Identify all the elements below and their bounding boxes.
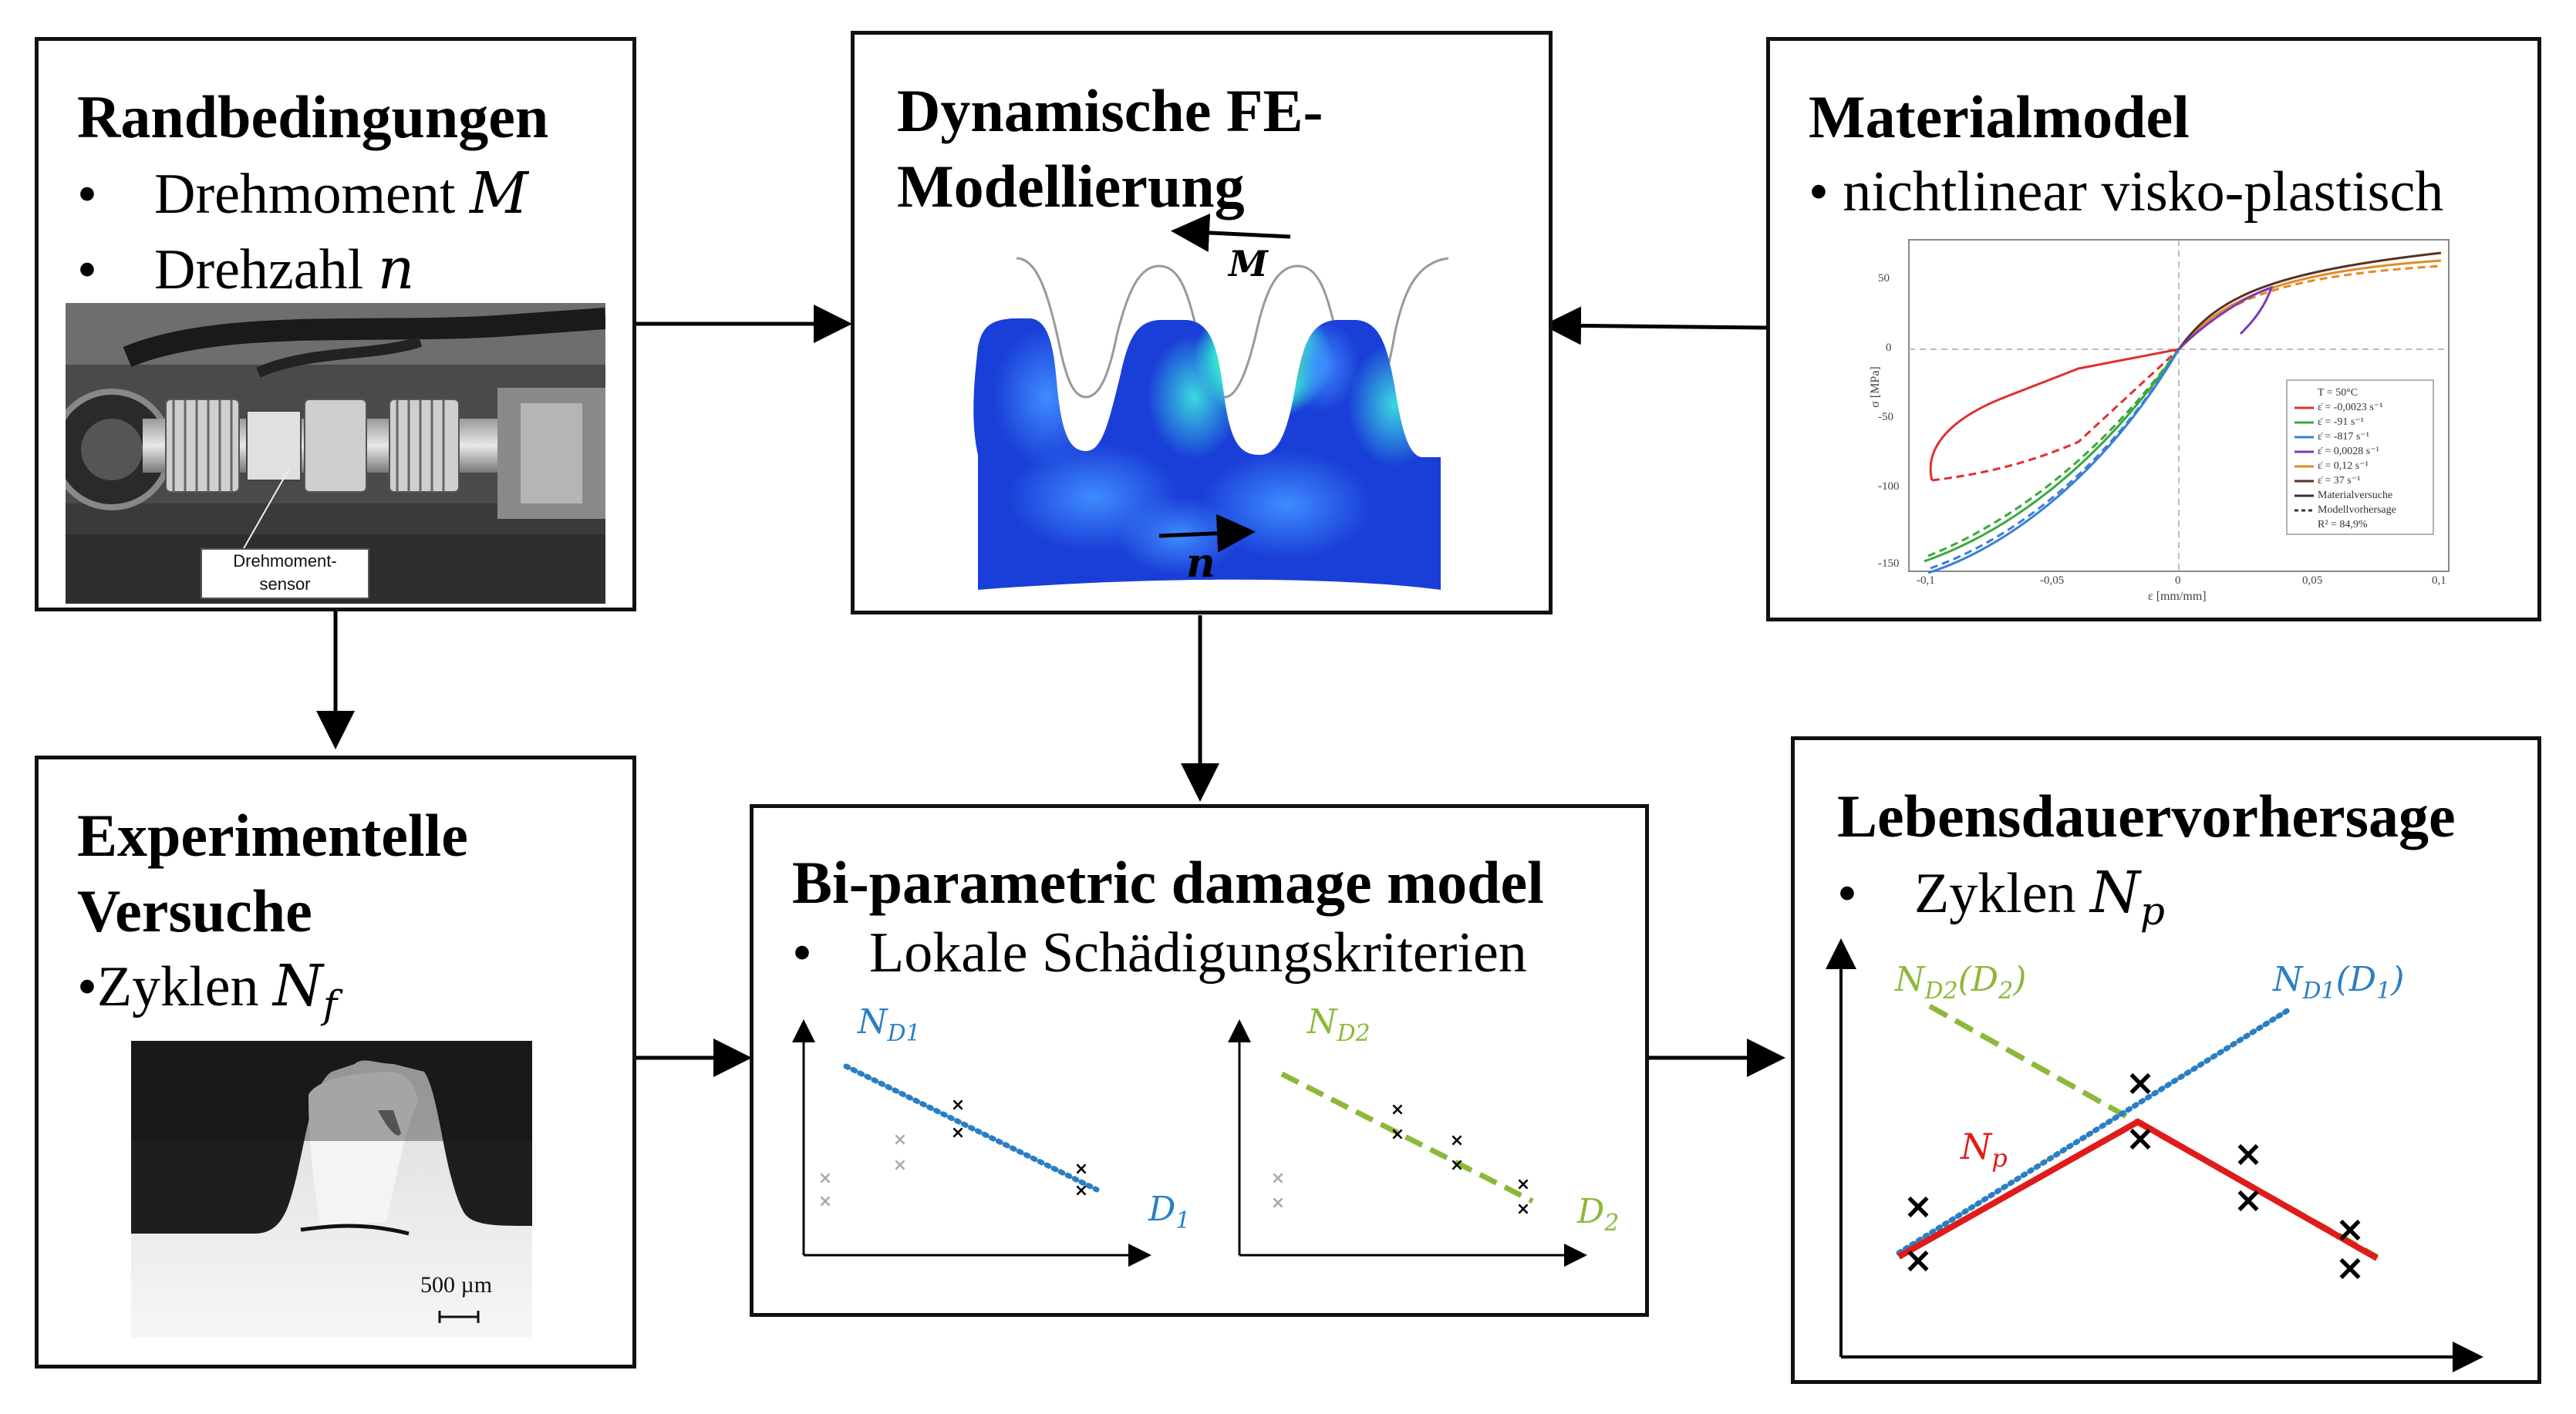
svg-text:×: × (1450, 1131, 1464, 1150)
svg-text:×: × (951, 1096, 965, 1115)
svg-text:×: × (1516, 1175, 1530, 1194)
life-nd2-label: ND2(D2) (1895, 960, 2027, 1005)
svg-text:×: × (1271, 1193, 1285, 1213)
plot-xlabel: ε [mm/mm] (2148, 590, 2207, 603)
svg-text:×: × (1903, 1239, 1934, 1281)
scale-bar (438, 1311, 480, 1323)
svg-text:×: × (2335, 1208, 2365, 1250)
nd1-fit-line (843, 1063, 1100, 1193)
fe-modelling-box: Dynamische FE- Modellierung (851, 31, 1553, 614)
svg-text:×: × (2234, 1133, 2264, 1174)
svg-text:×: × (2126, 1117, 2156, 1159)
nd1-prediction-line (1896, 1007, 2291, 1256)
life-points: ×× ×× ×× ×× (1903, 1062, 2365, 1288)
nd2-fit-line (1280, 1071, 1534, 1204)
svg-text:×: × (818, 1169, 832, 1188)
experiment-bullet: •Zyklen Nf (77, 953, 338, 1027)
svg-text:×: × (1391, 1100, 1404, 1119)
svg-text:×: × (1391, 1125, 1404, 1144)
arrow-material-to-fe (1543, 306, 1767, 345)
plot-legend: T = 50°C ε̇ = -0,0023 s⁻¹ ε̇ = -91 s⁻¹ ε… (2318, 387, 2396, 530)
speed-arrow (1158, 513, 1256, 553)
fe-title: Dynamische FE- Modellierung (897, 77, 1323, 220)
svg-text:×: × (1074, 1160, 1088, 1179)
material-stress-strain-plot (1908, 239, 2450, 574)
plot2-points: × × × × × × × × (1271, 1100, 1530, 1219)
svg-text:×: × (1516, 1200, 1530, 1219)
fracture-micrograph: 500 µm (131, 1041, 532, 1338)
nd1-label: ND1 (858, 1002, 921, 1047)
material-bullet: • nichtlinear visko-plastisch (1809, 160, 2444, 224)
svg-text:×: × (2335, 1247, 2365, 1288)
svg-text:×: × (2234, 1179, 2264, 1220)
life-np-label: Np (1961, 1126, 2008, 1173)
svg-text:×: × (893, 1130, 907, 1150)
svg-text:×: × (1903, 1185, 1934, 1227)
speed-symbol: n (1186, 540, 1216, 587)
life-title: Lebensdauervorhersage (1837, 783, 2456, 850)
gear-fe-visual (973, 213, 1449, 590)
d2-axis-label: D2 (1577, 1192, 1620, 1237)
svg-text:×: × (818, 1192, 832, 1211)
boundary-title: Randbedingungen (77, 83, 549, 150)
damage-title: Bi-parametric damage model (792, 849, 1544, 916)
damage-model-box: Bi-parametric damage model •Lokale Schäd… (750, 804, 1649, 1317)
svg-text:×: × (1450, 1156, 1464, 1175)
svg-text:×: × (2126, 1062, 2156, 1103)
svg-text:×: × (951, 1123, 965, 1143)
boundary-bullet-torque: •Drehmoment M (77, 160, 528, 227)
boundary-conditions-box: Randbedingungen •Drehmoment M •Drehzahl … (35, 37, 636, 611)
material-title: Materialmodel (1809, 83, 2190, 150)
svg-text:×: × (893, 1156, 907, 1175)
boundary-bullet-speed: •Drehzahl n (77, 236, 415, 302)
nd2-label: ND2 (1307, 1002, 1371, 1047)
torque-sensor-label: Drehmoment- sensor (201, 548, 369, 599)
scale-bar-label: 500 µm (420, 1272, 493, 1298)
plot1-points: × × × × × × × × (818, 1096, 1088, 1211)
svg-text:×: × (1074, 1181, 1088, 1200)
svg-text:×: × (1271, 1169, 1285, 1188)
np-prediction-line (1897, 1118, 2379, 1261)
life-prediction-plot: ×× ×× ×× ×× (1826, 938, 2483, 1372)
plot-ylabel: σ [MPa] (1868, 366, 1882, 408)
d1-axis-label: D1 (1148, 1190, 1191, 1234)
experiment-title: Experimentelle Versuche (77, 802, 468, 944)
material-model-box: Materialmodel • nichtlinear visko-plasti… (1766, 37, 2541, 621)
torque-symbol: M (1229, 243, 1268, 284)
torque-arrow (1171, 213, 1291, 252)
experiment-box: Experimentelle Versuche •Zyklen Nf 500 µ… (35, 756, 636, 1369)
life-prediction-box: Lebensdauervorhersage •Zyklen Np ×× ×× ×… (1791, 736, 2541, 1384)
damage-plots: × × × × × × × × × × × × × × × × (792, 1019, 1587, 1267)
life-nd1-label: ND1(D1) (2273, 960, 2405, 1005)
life-bullet: •Zyklen Np (1837, 860, 2165, 934)
damage-bullet: •Lokale Schädigungskriterien (792, 921, 1527, 985)
test-rig-photo: Drehmoment- sensor (66, 303, 605, 604)
